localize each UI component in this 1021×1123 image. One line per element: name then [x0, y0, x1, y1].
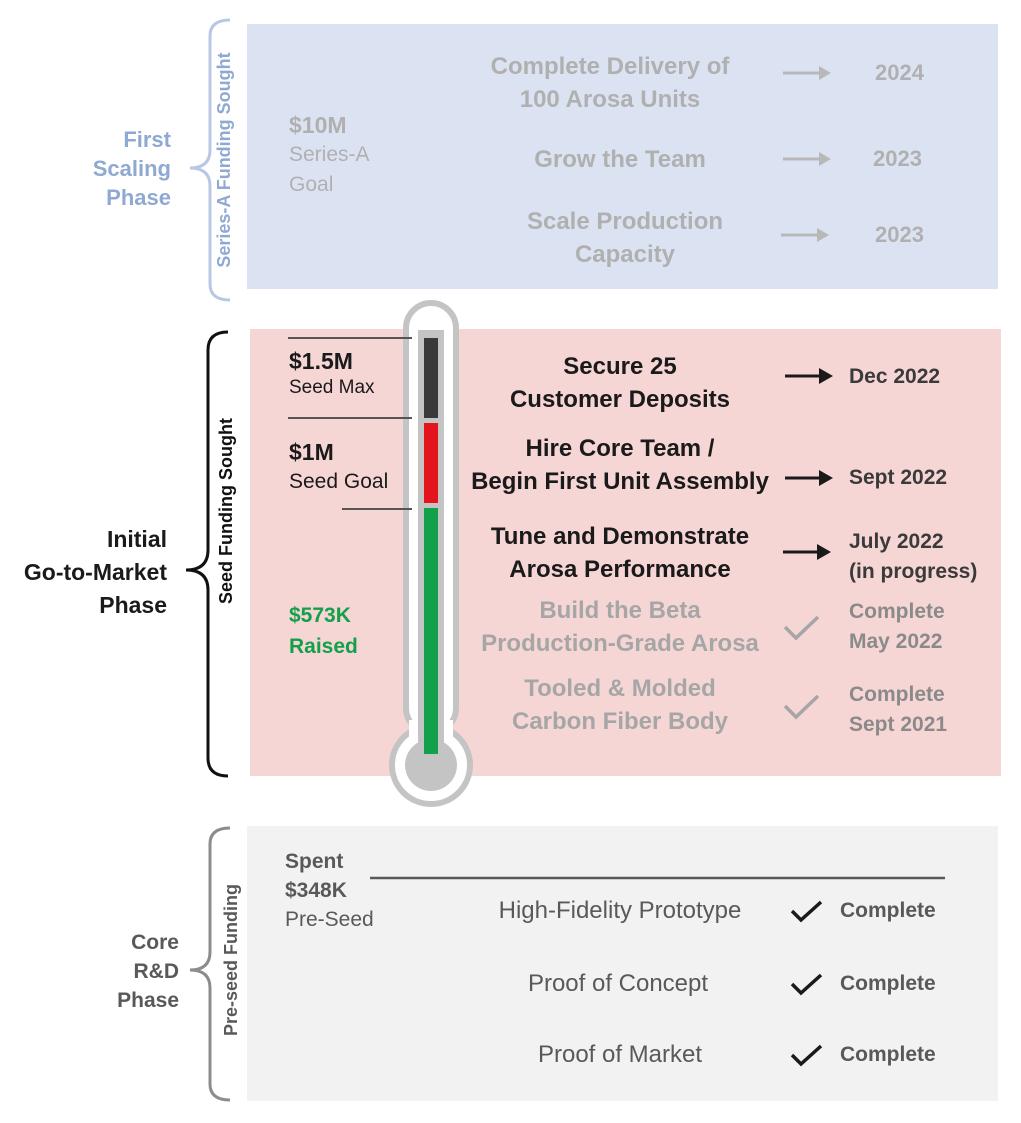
seed-max-amount: $1.5M — [289, 348, 353, 374]
arrow-right-icon — [781, 228, 829, 242]
seed-milestone-2: Hire Core Team / Begin First Unit Assemb… — [471, 435, 769, 495]
seed-raised-label: Raised — [289, 635, 358, 658]
seed-milestone-4: Build the Beta Production-Grade Arosa — [481, 597, 759, 657]
check-icon — [790, 973, 823, 996]
preseed-milestone-2: Proof of Concept — [527, 970, 709, 997]
thermometer-seed-max-fill — [424, 338, 438, 418]
preseed-spent-type: Pre-Seed — [285, 908, 374, 931]
seed-brace — [185, 330, 229, 778]
arrow-right-icon — [785, 470, 833, 486]
arrow-right-icon — [783, 544, 831, 560]
check-icon — [790, 1044, 823, 1067]
core-rd-phase-label: Core R&D Phase — [117, 931, 179, 1012]
check-icon — [783, 615, 820, 641]
preseed-milestone-3: Proof of Market — [537, 1041, 703, 1068]
preseed-spent-amount: $348K — [285, 879, 347, 902]
preseed-milestone-1-status: Complete — [840, 899, 936, 922]
preseed-panel — [247, 826, 998, 1101]
thermometer-raised-fill — [424, 508, 438, 754]
seed-milestone-5-date: Complete Sept 2021 — [849, 683, 948, 736]
series-a-goal-amount: $10M — [289, 112, 347, 138]
first-scaling-phase-label: First Scaling Phase — [92, 127, 171, 210]
series-a-milestone-2-date: 2023 — [873, 146, 922, 171]
seed-milestone-3: Tune and Demonstrate Arosa Performance — [490, 523, 750, 583]
series-a-goal-line2: Goal — [289, 173, 334, 196]
series-a-goal: $10M Series-A Goal — [289, 110, 370, 200]
thermometer-leader-lines — [288, 337, 412, 510]
seed-milestone-1-date: Dec 2022 — [849, 365, 941, 388]
preseed-divider — [370, 876, 945, 880]
check-icon — [783, 694, 820, 720]
seed-raised: $573K Raised — [289, 600, 358, 662]
preseed-funding-label: Pre-seed Funding — [221, 884, 241, 1037]
seed-funding-sought-label: Seed Funding Sought — [216, 418, 236, 604]
seed-goal: $1M Seed Goal — [289, 437, 388, 497]
seed-milestone-4-date: Complete May 2022 — [849, 600, 945, 653]
preseed-spent: Spent $348K Pre-Seed — [285, 847, 374, 934]
seed-max-label: Seed Max — [289, 377, 375, 398]
arrow-right-icon — [783, 152, 831, 166]
initial-go-to-market-phase-label: Initial Go-to-Market Phase — [23, 526, 167, 618]
seed-milestone-1: Secure 25 Customer Deposits — [509, 353, 731, 413]
series-a-milestone-3: Scale Production Capacity — [526, 208, 724, 268]
arrow-right-icon — [783, 66, 831, 80]
series-a-goal-line1: Series-A — [289, 143, 370, 166]
series-a-milestone-1-date: 2024 — [875, 60, 924, 85]
seed-goal-label: Seed Goal — [289, 470, 389, 493]
preseed-brace — [189, 826, 231, 1102]
seed-milestone-3-date: July 2022 (in progress) — [849, 530, 978, 583]
series-a-panel — [247, 24, 998, 289]
series-a-milestone-2: Grow the Team — [534, 146, 706, 173]
funding-thermometer — [389, 300, 473, 807]
series-a-brace — [189, 18, 231, 302]
seed-milestone-2-date: Sept 2022 — [849, 466, 948, 489]
series-a-milestone-1: Complete Delivery of 100 Arosa Units — [490, 53, 730, 113]
series-a-milestone-3-date: 2023 — [875, 222, 924, 247]
preseed-milestone-3-status: Complete — [840, 1043, 936, 1066]
preseed-spent-label: Spent — [285, 850, 344, 873]
preseed-milestone-1: High-Fidelity Prototype — [498, 897, 742, 924]
check-icon — [790, 900, 823, 923]
series-a-funding-sought-label: Series-A Funding Sought — [214, 52, 234, 268]
thermometer-seed-goal-fill — [424, 423, 438, 503]
preseed-milestone-2-status: Complete — [840, 972, 936, 995]
arrow-right-icon — [785, 368, 833, 384]
seed-milestone-5: Tooled & Molded Carbon Fiber Body — [511, 675, 728, 735]
seed-goal-amount: $1M — [289, 439, 334, 465]
seed-raised-amount: $573K — [289, 604, 351, 627]
seed-max: $1.5M Seed Max — [289, 346, 375, 400]
seed-panel — [250, 329, 1001, 776]
